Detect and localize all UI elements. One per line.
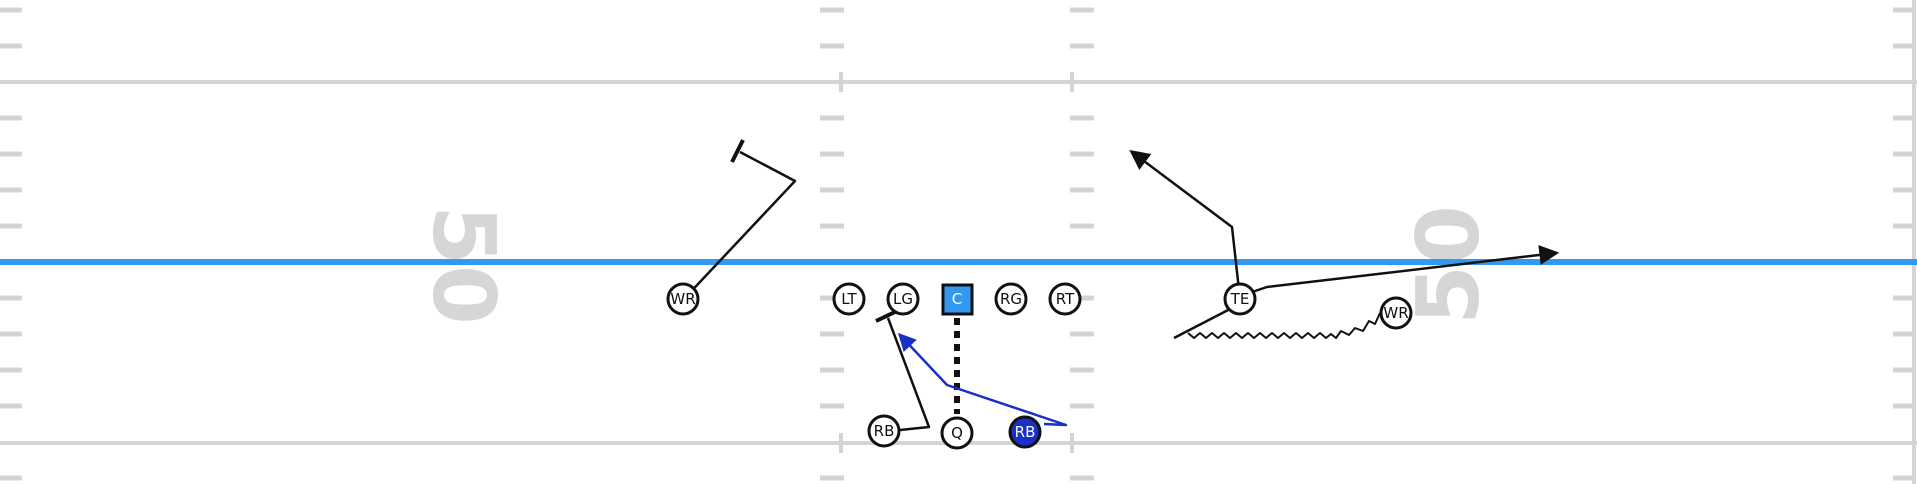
player-label: C <box>952 290 962 308</box>
route-rb-left <box>886 317 931 432</box>
player-rb-left[interactable]: RB <box>867 414 901 448</box>
player-label: RB <box>1015 423 1036 441</box>
player-lg[interactable]: LG <box>886 282 920 316</box>
player-rb-right-highlight[interactable]: RB <box>1008 415 1042 449</box>
player-wr-right[interactable]: WR <box>1379 296 1413 330</box>
player-label: RT <box>1056 290 1075 308</box>
player-label: LT <box>841 290 857 308</box>
player-lt[interactable]: LT <box>832 282 866 316</box>
player-label: LG <box>893 290 913 308</box>
player-c[interactable]: C <box>941 283 974 316</box>
players: WR LT LG C RG RT TE WR <box>666 282 1413 450</box>
player-label: TE <box>1230 290 1250 308</box>
route-te-out <box>1251 245 1560 294</box>
routes <box>682 139 1560 432</box>
route-wr-left <box>682 150 797 301</box>
motion-wr-right <box>1187 312 1381 339</box>
route-rb-left-block-tee <box>875 310 896 323</box>
player-rg[interactable]: RG <box>994 282 1028 316</box>
route-rb-right-highlight <box>897 332 1068 427</box>
player-rt[interactable]: RT <box>1048 282 1082 316</box>
highlight-circle <box>1008 415 1042 449</box>
route-te-block <box>1173 306 1233 340</box>
player-te[interactable]: TE <box>1223 282 1257 316</box>
player-label: WR <box>1383 304 1408 322</box>
player-wr-left[interactable]: WR <box>666 282 700 316</box>
player-q[interactable]: Q <box>940 416 974 450</box>
player-label: WR <box>670 290 695 308</box>
route-wr-left-block-tee <box>730 139 745 163</box>
player-label: RB <box>874 422 895 440</box>
center-square <box>941 283 974 316</box>
route-te-corner <box>1129 150 1241 291</box>
player-label: RG <box>1000 290 1022 308</box>
player-label: Q <box>951 424 963 442</box>
